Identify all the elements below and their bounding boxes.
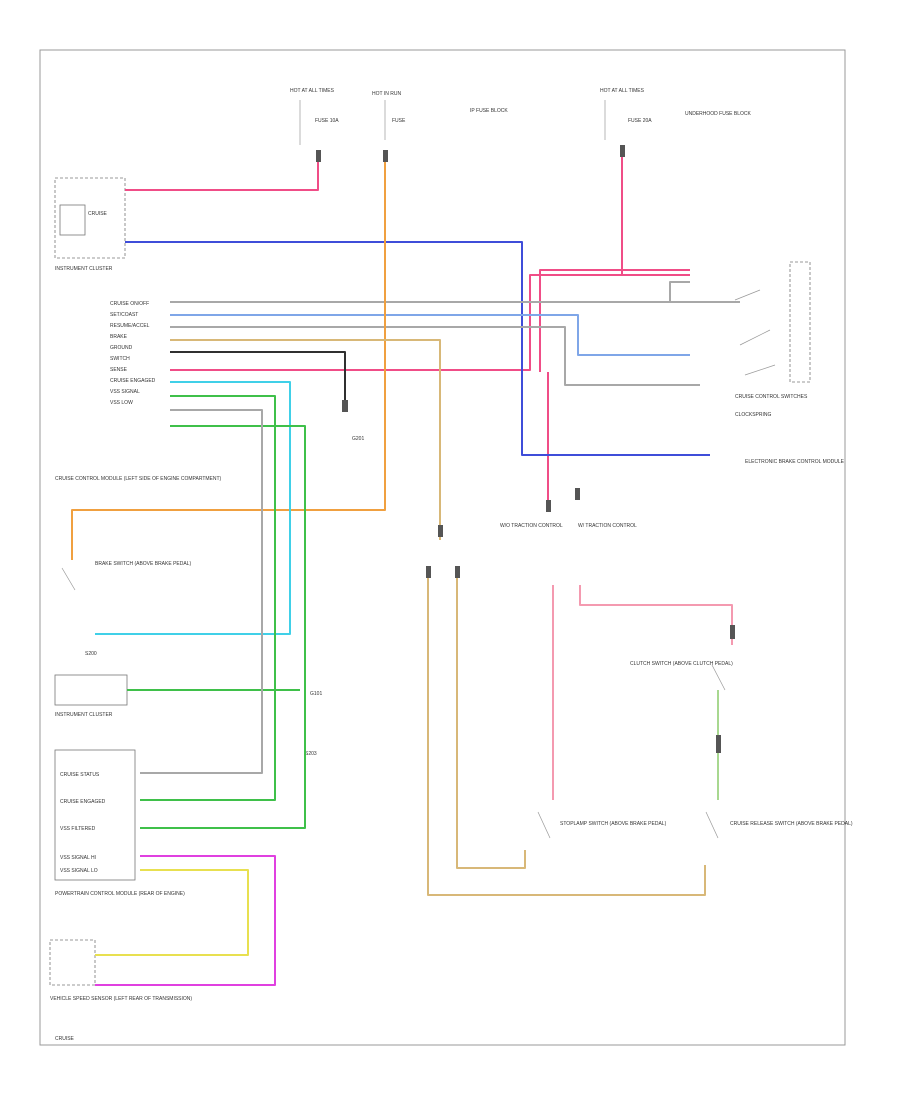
wire-lightblue-set bbox=[170, 314, 690, 356]
wire-orange-brake bbox=[71, 155, 386, 560]
module-pin-label: VSS LOW bbox=[110, 400, 133, 406]
brake-switch-left-contact bbox=[61, 567, 76, 591]
wire-grey-pcm-status bbox=[140, 409, 263, 774]
splice-mid-label: S203 bbox=[305, 751, 317, 757]
clock-spring-box bbox=[789, 261, 811, 383]
pcm-pin-label: CRUISE ENGAGED bbox=[60, 799, 106, 805]
pink-connector-mark bbox=[546, 500, 551, 512]
wire-cyan-sense bbox=[95, 381, 291, 635]
switch-contact-3 bbox=[744, 364, 776, 376]
brake-switch-right-b-contact bbox=[705, 811, 719, 839]
module-pin-label: GROUND bbox=[110, 345, 133, 351]
wire-pink-cluster-power bbox=[125, 160, 319, 191]
power-mid-header: HOT IN RUN bbox=[372, 91, 401, 97]
wire-yellow-vss-lo bbox=[95, 869, 249, 956]
module-pin-label: SET/COAST bbox=[110, 312, 138, 318]
pcm-pin-label: VSS SIGNAL HI bbox=[60, 855, 96, 861]
pcm-pin-label: VSS SIGNAL LO bbox=[60, 868, 98, 874]
tan-inner-connector-mark bbox=[455, 566, 460, 578]
brake-switch-left-label: BRAKE SWITCH (ABOVE BRAKE PEDAL) bbox=[95, 561, 191, 567]
cruise-switches-label: CRUISE CONTROL SWITCHES bbox=[735, 394, 808, 400]
instrument-cluster-top-box bbox=[54, 177, 126, 259]
pcm-pin-list: CRUISE STATUS CRUISE ENGAGED VSS FILTERE… bbox=[60, 772, 106, 874]
module-pin-label: SWITCH bbox=[110, 356, 130, 362]
cruise-indicator-label: CRUISE bbox=[88, 211, 108, 217]
wire-magenta-vss-hi bbox=[95, 855, 276, 986]
wire-group bbox=[71, 150, 740, 986]
tan-connector-mark bbox=[438, 525, 443, 537]
wire-pink-clutch bbox=[579, 585, 733, 645]
electronic-brake-label: ELECTRONIC BRAKE CONTROL MODULE bbox=[745, 459, 845, 465]
pcm-box bbox=[54, 749, 136, 881]
clutch-bottom-connector-mark bbox=[716, 735, 721, 753]
module-pin-label: RESUME/ACCEL bbox=[110, 323, 150, 329]
pcm-pin-label: CRUISE STATUS bbox=[60, 772, 100, 778]
fuse-left-label: FUSE 10A bbox=[315, 118, 339, 124]
ground-g2-label: G201 bbox=[352, 436, 364, 442]
connector-marks bbox=[316, 145, 735, 753]
ground-connector-mark bbox=[342, 400, 348, 412]
instrument-cluster-top-label: INSTRUMENT CLUSTER bbox=[55, 266, 113, 272]
ground-g1-label: G101 bbox=[310, 691, 322, 697]
wire-green-engaged bbox=[140, 395, 276, 801]
wire-pink-switch-bus bbox=[539, 269, 690, 372]
switch-contact-1 bbox=[734, 289, 761, 301]
cruise-indicator-box bbox=[59, 204, 86, 236]
wire-black-ground bbox=[170, 351, 346, 410]
module-pin-label: BRAKE bbox=[110, 334, 128, 340]
module-pin-label: CRUISE ON/OFF bbox=[110, 301, 149, 307]
switch-contact-2 bbox=[739, 329, 771, 346]
power-right-side: UNDERHOOD FUSE BLOCK bbox=[685, 111, 752, 117]
switch-label-left: W/O TRACTION CONTROL bbox=[500, 523, 563, 529]
power-mid-side: IP FUSE BLOCK bbox=[470, 108, 508, 114]
switch-connector-mark bbox=[575, 488, 580, 500]
brake-switch-right-a-contact bbox=[537, 811, 551, 839]
vss-label: VEHICLE SPEED SENSOR (LEFT REAR OF TRANS… bbox=[50, 996, 192, 1002]
brake-switch-right-b-label: CRUISE RELEASE SWITCH (ABOVE BRAKE PEDAL… bbox=[730, 821, 853, 827]
module-pin-label: SENSE bbox=[110, 367, 128, 373]
pcm-pin-label: VSS FILTERED bbox=[60, 826, 96, 832]
pcm-label: POWERTRAIN CONTROL MODULE (REAR OF ENGIN… bbox=[55, 891, 185, 897]
module-pin-list: CRUISE ON/OFF SET/COAST RESUME/ACCEL BRA… bbox=[110, 301, 156, 406]
cruise-module-label: CRUISE CONTROL MODULE (LEFT SIDE OF ENGI… bbox=[55, 476, 222, 482]
clock-spring-label: CLOCKSPRING bbox=[735, 412, 772, 418]
clutch-switch-contact bbox=[711, 664, 726, 691]
clutch-connector-mark bbox=[730, 625, 735, 639]
wire-tan-inner-loop bbox=[456, 570, 526, 869]
splice-left-label: S200 bbox=[85, 651, 97, 657]
tan-loop-connector-mark bbox=[426, 566, 431, 578]
instrument-cluster-bottom-box bbox=[54, 674, 128, 706]
brake-switch-right-a-label: STOPLAMP SWITCH (ABOVE BRAKE PEDAL) bbox=[560, 821, 667, 827]
diagram-frame bbox=[39, 49, 846, 1046]
wire-pink-module-power bbox=[170, 274, 690, 371]
right-fuse-connector-mark bbox=[620, 145, 625, 157]
footer-label: CRUISE bbox=[55, 1036, 75, 1042]
left-fuse-connector-mark bbox=[316, 150, 321, 162]
module-pin-label: VSS SIGNAL bbox=[110, 389, 140, 395]
instrument-cluster-bottom-label: INSTRUMENT CLUSTER bbox=[55, 712, 113, 718]
wire-grey-cruise-onoff bbox=[170, 281, 690, 303]
wire-tan-brake-module bbox=[170, 339, 441, 540]
vss-box bbox=[49, 939, 96, 986]
power-right-header: HOT AT ALL TIMES bbox=[600, 88, 645, 94]
wire-blue-cluster bbox=[125, 241, 710, 456]
mid-fuse-connector-mark bbox=[383, 150, 388, 162]
clutch-switch-label: CLUTCH SWITCH (ABOVE CLUTCH PEDAL) bbox=[630, 661, 733, 667]
wire-green-vss bbox=[140, 425, 306, 829]
power-left-header: HOT AT ALL TIMES bbox=[290, 88, 335, 94]
wire-tan-left-loop bbox=[427, 570, 706, 896]
fuse-mid-label: FUSE bbox=[392, 118, 406, 124]
wire-grey-resume bbox=[170, 326, 700, 386]
fuse-right-label: FUSE 20A bbox=[628, 118, 652, 124]
module-pin-label: CRUISE ENGAGED bbox=[110, 378, 156, 384]
switch-label-right: W/ TRACTION CONTROL bbox=[578, 523, 637, 529]
